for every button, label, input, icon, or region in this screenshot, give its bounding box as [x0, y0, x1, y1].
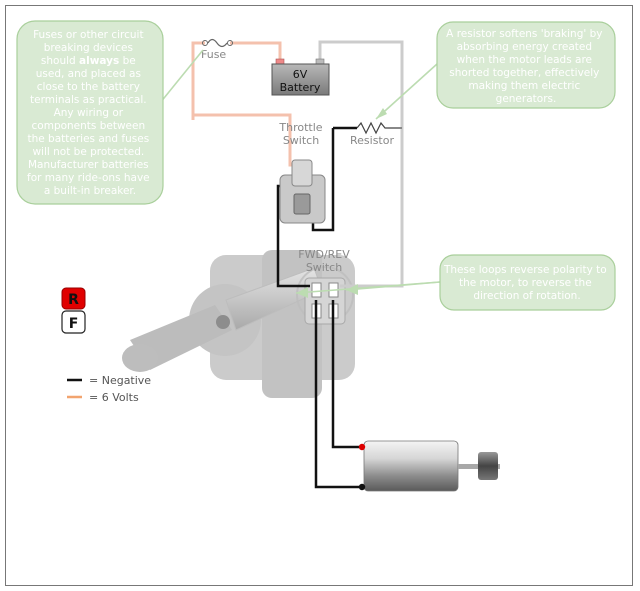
loops-note-line-1: These loops reverse polarity to [443, 264, 607, 276]
fuse-note-line-12: for many ride-ons have [27, 172, 150, 184]
resistor-note-line-3: when the motor leads are [457, 54, 592, 66]
fuse-callout-box [16, 20, 164, 205]
fuse-note-line-9: the batteries and fuses [27, 133, 149, 145]
resistor-note-line-5: making them electric [468, 80, 580, 92]
forward-key-label: F [69, 316, 79, 332]
throttle-label-line1: Throttle [278, 121, 322, 134]
loops-note-line-3: direction of rotation. [473, 290, 580, 302]
fuse-note-line-11: Manufacturer batteries [28, 159, 149, 171]
fuse-note-line-10: will not be protected. [32, 146, 144, 158]
loops-callout-box [439, 254, 616, 311]
pivot-bolt [216, 315, 230, 329]
motor-terminal-positive [358, 443, 366, 451]
throttle-label-line2: Switch [283, 134, 319, 147]
motor-gear [478, 452, 498, 480]
resistor: Resistor [350, 121, 394, 147]
resistor-label: Resistor [350, 134, 394, 147]
fuse-note-line-7: Any wiring or [54, 107, 124, 119]
fuse-callout: Fuses or other circuit breaking devices … [16, 20, 164, 205]
fuse-label: Fuse [201, 48, 226, 61]
reverse-key-label: R [68, 292, 79, 308]
reverse-key [61, 287, 86, 310]
gear-keys: R F [61, 287, 86, 334]
resistor-callout-box [436, 21, 616, 109]
loops-callout: These loops reverse polarity to the moto… [439, 254, 616, 311]
battery-label: Battery [280, 81, 321, 94]
svg-text:These loops reverse polarity t: These loops reverse polarity to the moto… [443, 264, 610, 302]
resistor-note-line-4: shorted together, effectively [449, 67, 599, 79]
fuse-note-line-13: a built-in breaker. [44, 185, 136, 197]
resistor-callout: A resistor softens 'braking' by absorbin… [436, 21, 616, 109]
legend-volts-label: = 6 Volts [89, 391, 139, 404]
shifter-handle-grip [122, 344, 158, 372]
fuse-note-line-4: used, and placed as [36, 68, 141, 80]
resistor-note-line-6: generators. [496, 93, 557, 105]
legend-negative-label: = Negative [89, 374, 151, 387]
loops-note-line-2: the motor, to reverse the [459, 277, 592, 289]
fuse-note-line-1: Fuses or other circuit [33, 29, 144, 41]
throttle-switch: Throttle Switch [278, 121, 326, 224]
motor-terminal-negative [358, 483, 366, 491]
fuse-note-line-2: breaking devices [44, 42, 133, 54]
fuse-note-line-5: close to the battery [37, 81, 140, 93]
svg-text:A resistor softens 'braking' b: A resistor softens 'braking' by absorbin… [446, 28, 606, 105]
fuse-note-line-3-suffix: be [123, 55, 136, 67]
legend: = Negative = 6 Volts [67, 374, 151, 404]
motor-body [363, 440, 459, 492]
fuse: Fuse [201, 38, 233, 61]
battery: 6V Battery [271, 58, 330, 96]
callout-pointers [159, 49, 441, 298]
fwd-rev-label-line1: FWD/REV [298, 248, 350, 261]
forward-key [61, 310, 86, 334]
fuse-note-line-3-prefix: should [41, 55, 79, 67]
fuse-note-line-3-bold: always [79, 55, 119, 67]
battery-label-voltage: 6V [293, 68, 308, 81]
fuse-note-line-8: components between [32, 120, 146, 132]
fwd-rev-label-line2: Switch [306, 261, 342, 274]
resistor-note-line-1: A resistor softens 'braking' by [446, 28, 602, 40]
fuse-note-line-6: terminals as practical. [30, 94, 147, 106]
svg-text:Fuses or other circuit: Fuses or other circuit breaking devices … [27, 29, 153, 197]
motor [358, 440, 500, 492]
resistor-note-line-2: absorbing energy created [457, 41, 592, 53]
